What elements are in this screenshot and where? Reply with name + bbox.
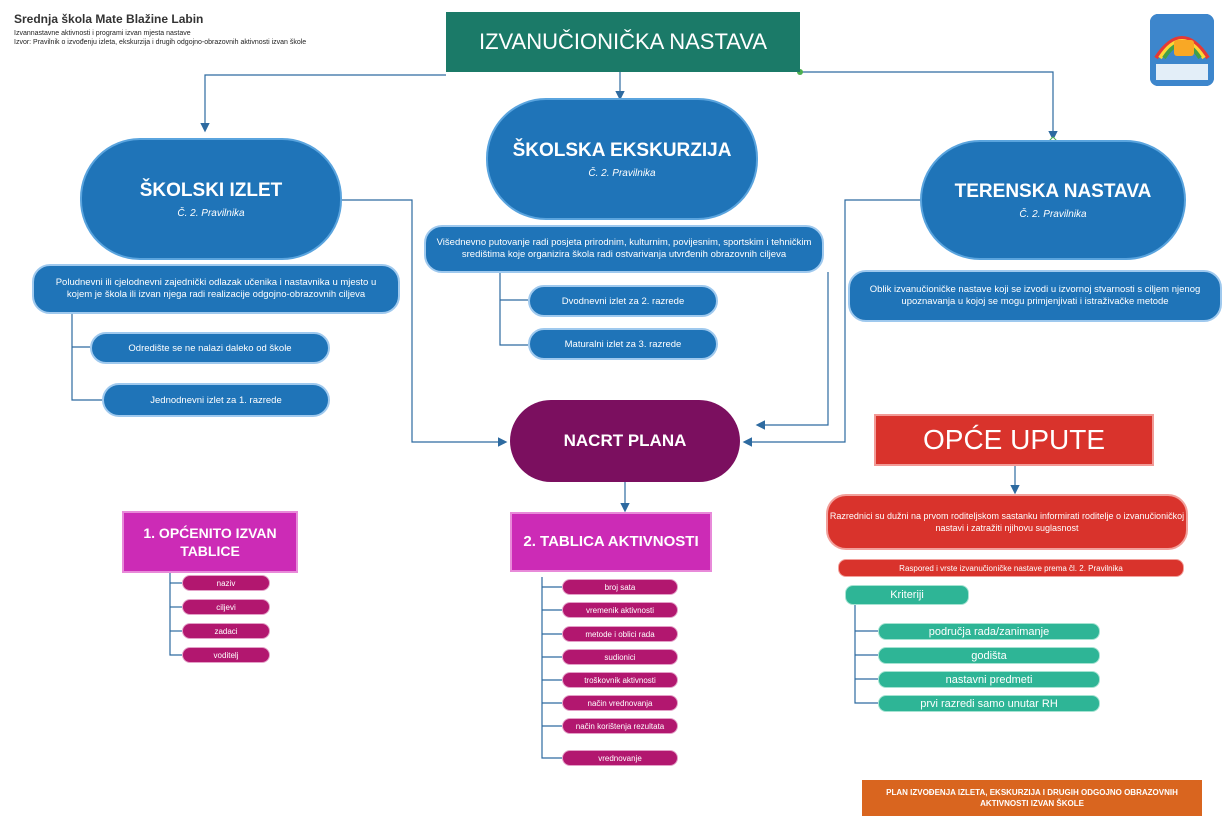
ekskurzija-ref: Č. 2. Pravilnika	[588, 167, 656, 179]
school-logo	[1150, 14, 1214, 86]
terenska-desc: Oblik izvanučioničke nastave koji se izv…	[848, 270, 1222, 322]
skolski-izlet-title: ŠKOLSKI IZLET	[139, 179, 283, 201]
ekskurzija-title: ŠKOLSKA EKSKURZIJA	[512, 139, 732, 161]
tablica-box: 2. TABLICA AKTIVNOSTI	[510, 512, 712, 572]
nacrt-plana-node[interactable]: NACRT PLANA	[510, 400, 740, 482]
header-line-1: Izvannastavne aktivnosti i programi izva…	[14, 30, 191, 37]
opce-upute-title: OPĆE UPUTE	[874, 414, 1154, 466]
tablica-item[interactable]: broj sata	[562, 579, 678, 595]
tablica-item[interactable]: način korištenja rezultata	[562, 718, 678, 734]
terenska-node[interactable]: TERENSKA NASTAVA Č. 2. Pravilnika	[920, 140, 1186, 260]
kriterij-item[interactable]: godišta	[878, 647, 1100, 664]
ekskurzija-desc: Višednevno putovanje radi posjeta prirod…	[424, 225, 824, 273]
skolski-izlet-desc: Poludnevni ili cjelodnevni zajednički od…	[32, 264, 400, 314]
terenska-ref: Č. 2. Pravilnika	[1019, 208, 1087, 220]
logo-icon	[1150, 14, 1214, 86]
kriterij-item[interactable]: prvi razredi samo unutar RH	[878, 695, 1100, 712]
tablica-item[interactable]: troškovnik aktivnosti	[562, 672, 678, 688]
header-line-2: Izvor: Pravilnik o izvođenju izleta, eks…	[14, 39, 307, 46]
skolski-izlet-ref: Č. 2. Pravilnika	[177, 207, 245, 219]
footer-plan: PLAN IZVOĐENJA IZLETA, EKSKURZIJA I DRUG…	[862, 780, 1202, 816]
kriterij-item[interactable]: nastavni predmeti	[878, 671, 1100, 688]
terenska-title: TERENSKA NASTAVA	[954, 180, 1152, 202]
upute-raspored: Raspored i vrste izvanučioničke nastave …	[838, 559, 1184, 577]
kriteriji-label[interactable]: Kriteriji	[845, 585, 969, 605]
izlet-item-2[interactable]: Jednodnevni izlet za 1. razrede	[102, 383, 330, 417]
opcenito-item[interactable]: naziv	[182, 575, 270, 591]
tablica-item[interactable]: način vrednovanja	[562, 695, 678, 711]
tablica-item[interactable]: sudionici	[562, 649, 678, 665]
opcenito-box: 1. OPĆENITO IZVAN TABLICE	[122, 511, 298, 573]
tablica-item[interactable]: vremenik aktivnosti	[562, 602, 678, 618]
opcenito-item[interactable]: ciljevi	[182, 599, 270, 615]
izlet-item-1[interactable]: Odredište se ne nalazi daleko od škole	[90, 332, 330, 364]
tablica-item[interactable]: metode i oblici rada	[562, 626, 678, 642]
opcenito-item[interactable]: zadaci	[182, 623, 270, 639]
upute-desc: Razrednici su dužni na prvom roditeljsko…	[826, 494, 1188, 550]
main-title: IZVANUČIONIČKA NASTAVA	[446, 12, 800, 72]
kriterij-item[interactable]: područja rada/zanimanje	[878, 623, 1100, 640]
school-name: Srednja škola Mate Blažine Labin	[14, 12, 204, 26]
ekskurzija-node[interactable]: ŠKOLSKA EKSKURZIJA Č. 2. Pravilnika	[486, 98, 758, 220]
tablica-item[interactable]: vrednovanje	[562, 750, 678, 766]
skolski-izlet-node[interactable]: ŠKOLSKI IZLET Č. 2. Pravilnika	[80, 138, 342, 260]
ekskurzija-item-1[interactable]: Dvodnevni izlet za 2. razrede	[528, 285, 718, 317]
opcenito-item[interactable]: voditelj	[182, 647, 270, 663]
ekskurzija-item-2[interactable]: Maturalni izlet za 3. razrede	[528, 328, 718, 360]
